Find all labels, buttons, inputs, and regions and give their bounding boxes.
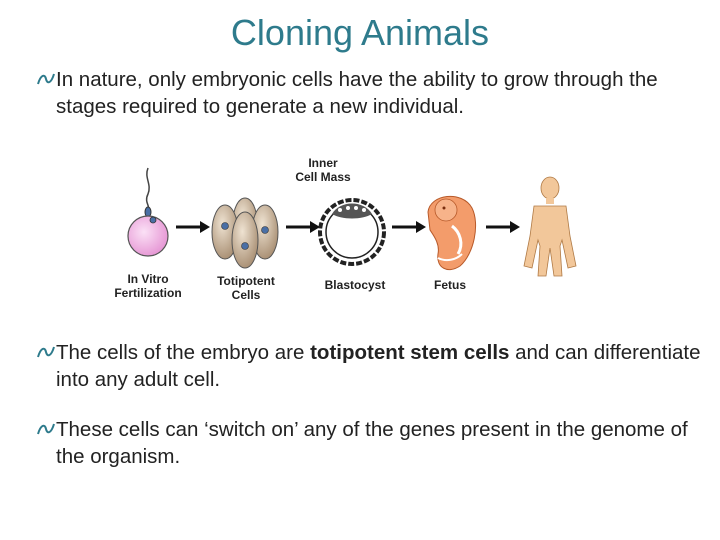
bullet-text-emphasis: totipotent stem cells	[310, 341, 510, 364]
totipotent-cells-icon	[211, 197, 279, 269]
bullet-wave-icon	[37, 423, 55, 435]
right-arrow-icon	[392, 221, 426, 233]
right-arrow-icon	[176, 221, 210, 233]
diagram-graphic	[127, 167, 577, 277]
bullet-wave-icon	[37, 73, 55, 85]
ivf-label: In Vitro Fertilization	[114, 272, 182, 300]
bullet-text: In nature, only embryonic cells have the…	[56, 68, 658, 118]
bullet-text-start: The cells of the embryo are	[56, 341, 311, 364]
cloning-diagram: In Vitro Fertilization Totipotent Cells …	[100, 150, 600, 310]
bullet-text: The cells of the embryo are totipotent s…	[36, 339, 706, 393]
bullet-item: In nature, only embryonic cells have the…	[36, 66, 706, 120]
inner-cell-mass-label: Inner Cell Mass	[295, 156, 351, 184]
bullet-wave-icon	[37, 346, 55, 358]
blastocyst-label: Blastocyst	[324, 278, 386, 292]
fetus-icon	[427, 195, 477, 270]
ivf-egg-icon	[127, 167, 169, 257]
fetus-label: Fetus	[433, 278, 466, 292]
right-arrow-icon	[486, 221, 520, 233]
slide-title: Cloning Animals	[230, 12, 490, 53]
bullet-text-end: and can differentiate into any adult cel…	[56, 341, 701, 391]
bullet-text: These cells can ‘switch on’ any of the g…	[56, 418, 688, 468]
adult-human-icon	[523, 176, 577, 277]
blastocyst-icon	[318, 198, 386, 266]
totipotent-label: Totipotent Cells	[217, 274, 275, 302]
right-arrow-icon	[286, 221, 320, 233]
bullet-item: The cells of the embryo are totipotent s…	[36, 339, 706, 393]
bullet-item: These cells can ‘switch on’ any of the g…	[36, 416, 706, 470]
